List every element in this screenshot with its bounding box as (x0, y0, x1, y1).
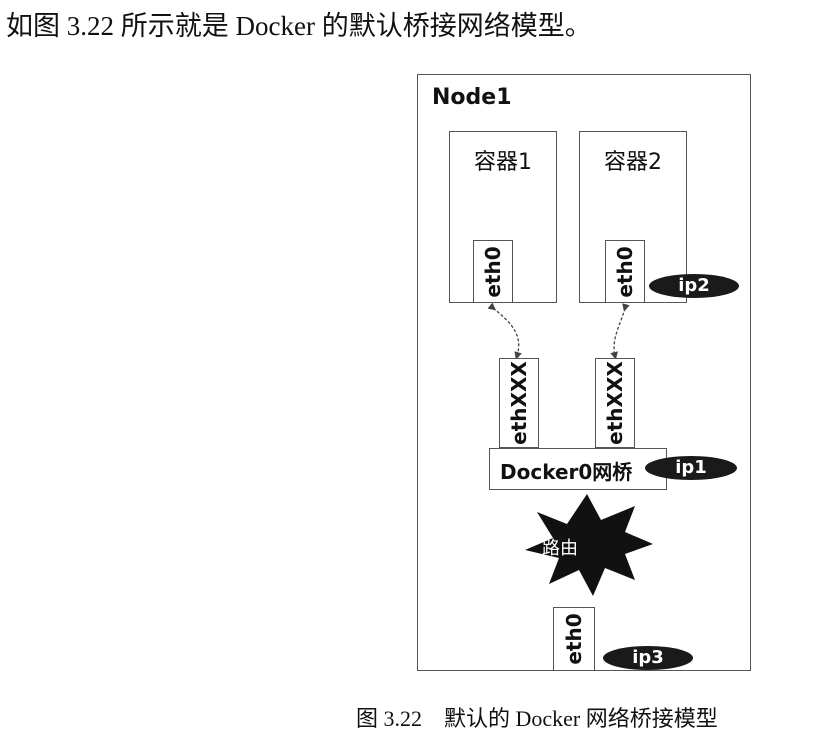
veth-1-box: ethXXX (499, 358, 539, 448)
figure-caption: 图 3.22 默认的 Docker 网络桥接模型 (356, 706, 718, 731)
container-2-eth0-box: eth0 (605, 240, 645, 303)
connectors-and-router (487, 302, 653, 596)
intro-paragraph: 如图 3.22 所示就是 Docker 的默认桥接网络模型。 (6, 11, 592, 41)
link-c2-to-veth2 (610, 303, 630, 360)
host-eth0-label: eth0 (562, 613, 586, 665)
veth-2-label: ethXXX (603, 361, 627, 445)
ip1-badge: ip1 (645, 456, 737, 480)
link-c1-to-veth1 (487, 302, 522, 360)
container-2-label: 容器2 (604, 150, 662, 175)
veth-1-label: ethXXX (507, 361, 531, 445)
node-label: Node1 (432, 85, 512, 110)
container-1-eth0-box: eth0 (473, 240, 513, 303)
router-burst-icon (525, 494, 653, 596)
ip3-badge: ip3 (603, 646, 693, 670)
ip2-badge: ip2 (649, 274, 739, 298)
veth-2-box: ethXXX (595, 358, 635, 448)
host-eth0-box: eth0 (553, 607, 595, 671)
docker-bridge-diagram: Node1 容器1 容器2 eth0 eth0 ip2 路由 ethXXX et… (417, 74, 753, 674)
docker0-bridge-label: Docker0网桥 (500, 460, 633, 484)
container-1-label: 容器1 (474, 150, 532, 175)
docker0-bridge-box: Docker0网桥 (489, 448, 667, 490)
router-label: 路由 (542, 538, 578, 559)
